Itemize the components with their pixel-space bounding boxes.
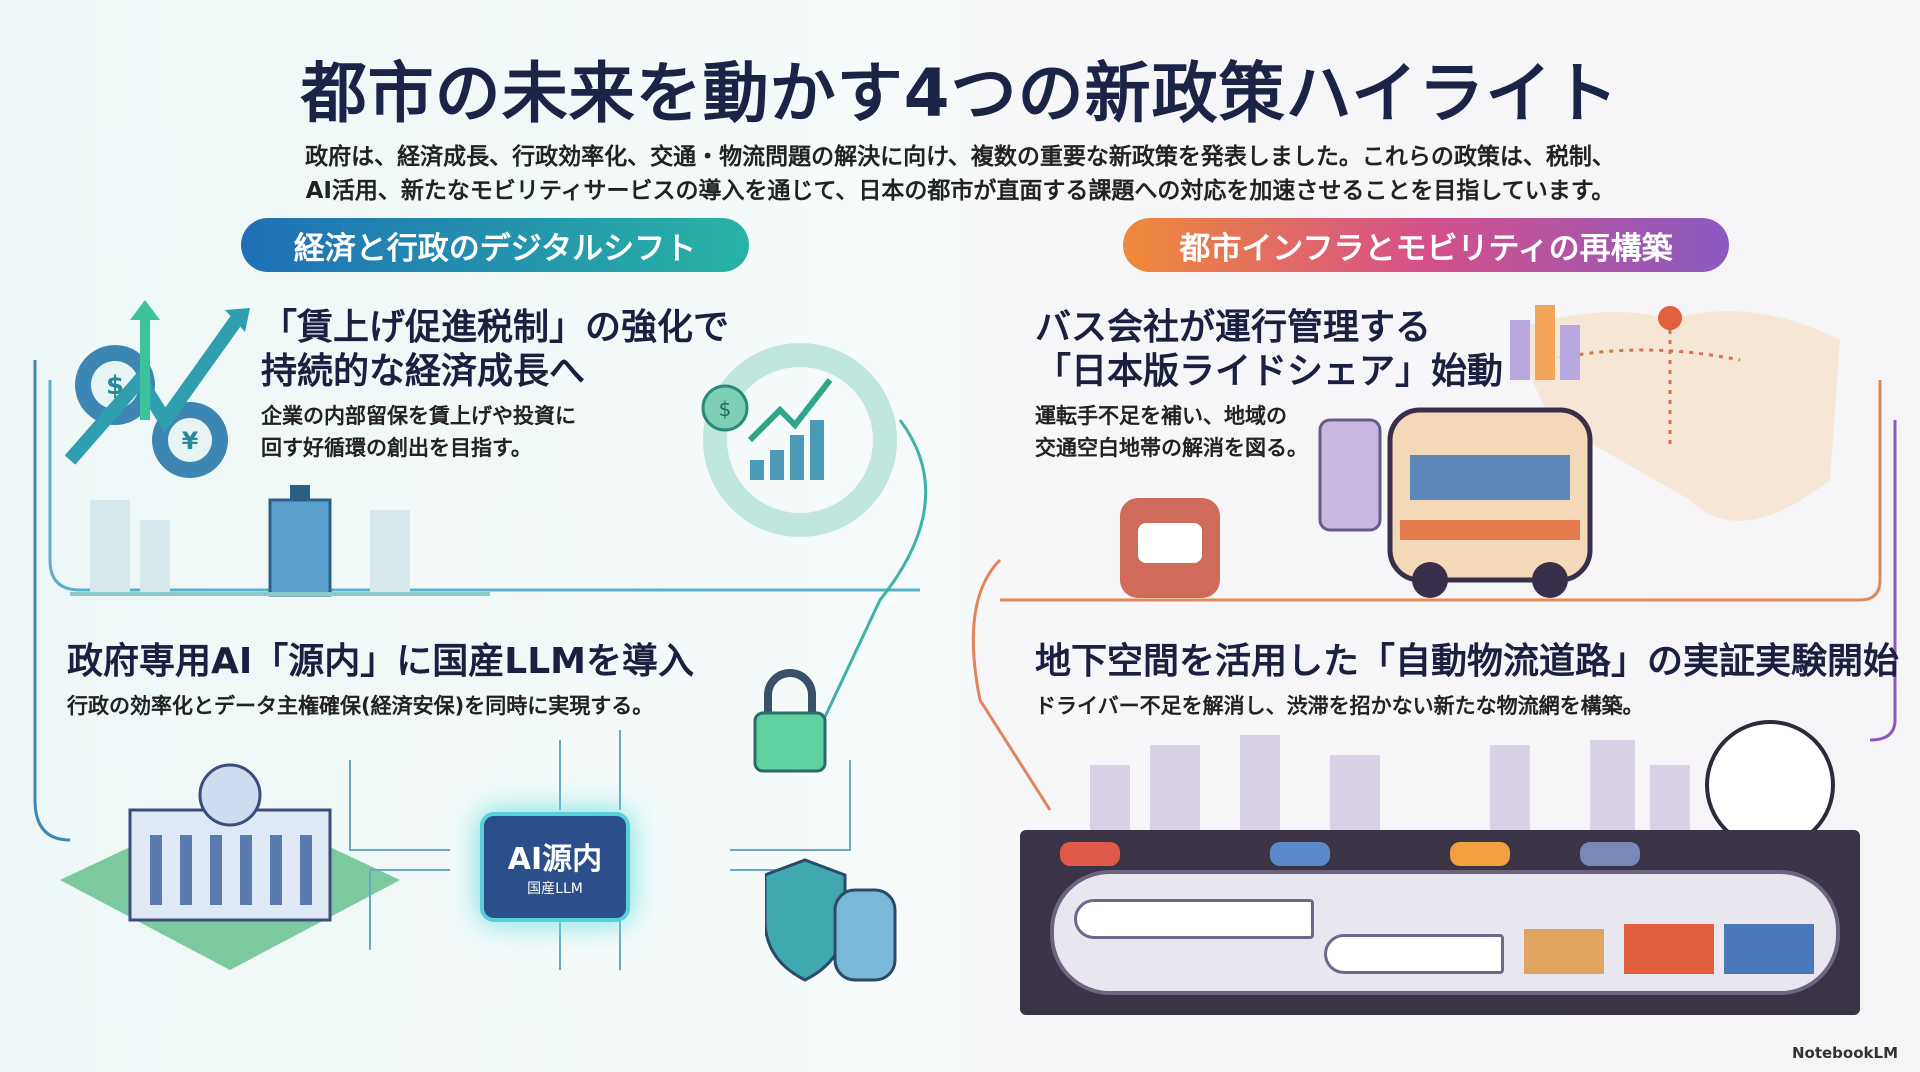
card-desc: 企業の内部留保を賃上げや投資に 回す好循環の創出を目指す。: [261, 400, 576, 464]
car: [1580, 842, 1640, 866]
section-pill-infra: 都市インフラとモビリティの再構築: [1123, 218, 1729, 272]
train: [1324, 934, 1504, 974]
desc-line: 回す好循環の創出を目指す。: [261, 436, 532, 460]
card-headline: 持続的な経済成長へ: [261, 351, 586, 392]
card-desc: 行政の効率化とデータ主権確保(経済安保)を同時に実現する。: [67, 690, 653, 722]
card-headline: バス会社が運行管理する: [1035, 307, 1432, 348]
desc-line: 交通空白地帯の解消を図る。: [1035, 436, 1308, 460]
card-headline: 地下空間を活用した「自動物流道路」の実証実験開始: [1035, 641, 1900, 682]
underground-tunnel: [1050, 870, 1840, 995]
coin-chart-icon: $: [701, 343, 897, 537]
padlock-icon: [753, 669, 827, 773]
card-logistics-road: 地下空間を活用した「自動物流道路」の実証実験開始: [1035, 640, 1899, 684]
card-wage-tax: 「賃上げ促進税制」の強化で 持続的な経済成長へ: [261, 306, 729, 394]
section-pill-economy: 経済と行政のデジタルシフト: [241, 218, 749, 272]
chip-title: AI源内: [507, 842, 603, 877]
ai-chip: AI源内 国産LLM: [480, 812, 630, 922]
train: [1074, 899, 1314, 939]
bus-icon: [1120, 407, 1593, 598]
car: [1270, 842, 1330, 866]
footer-brand: NotebookLM: [1791, 1044, 1898, 1062]
government-building-icon: [60, 763, 400, 970]
desc-line: 行政の効率化とデータ主権確保(経済安保)を同時に実現する。: [67, 694, 654, 718]
svg-text:¥: ¥: [182, 427, 199, 455]
desc-line: ドライバー不足を解消し、渋滞を招かない新たな物流網を構築。: [1035, 694, 1644, 718]
city-skyline: [1090, 735, 1690, 835]
growth-gears-icon: $ ¥: [64, 300, 250, 478]
card-headline: 「賃上げ促進税制」の強化で: [261, 307, 730, 348]
desc-line: 企業の内部留保を賃上げや投資に: [261, 404, 576, 428]
cargo: [1524, 929, 1604, 974]
card-headline: 政府専用AI「源内」に国産LLMを導入: [67, 641, 694, 682]
map-route-icon: [1510, 305, 1840, 521]
city-buildings-icon: [70, 485, 490, 597]
card-desc: 運転手不足を補い、地域の 交通空白地帯の解消を図る。: [1035, 400, 1308, 464]
shield-database-icon: [765, 858, 897, 982]
intro-line: AI活用、新たなモビリティサービスの導入を通じて、日本の都市が直面する課題への対…: [305, 178, 1615, 204]
page-title: 都市の未来を動かす4つの新政策ハイライト: [300, 55, 1620, 132]
container: [1724, 924, 1814, 974]
chip-subtitle: 国産LLM: [527, 881, 583, 897]
card-desc: ドライバー不足を解消し、渋滞を招かない新たな物流網を構築。: [1035, 690, 1644, 722]
card-rideshare: バス会社が運行管理する 「日本版ライドシェア」始動: [1035, 306, 1503, 394]
desc-line: 運転手不足を補い、地域の: [1035, 404, 1287, 428]
car: [1060, 842, 1120, 866]
intro-line: 政府は、経済成長、行政効率化、交通・物流問題の解決に向け、複数の重要な新政策を発…: [305, 144, 1615, 170]
container: [1624, 924, 1714, 974]
car: [1450, 842, 1510, 866]
card-ai-gennai: 政府専用AI「源内」に国産LLMを導入: [67, 640, 694, 684]
card-headline: 「日本版ライドシェア」始動: [1035, 351, 1504, 392]
svg-text:$: $: [719, 397, 732, 421]
intro-text: 政府は、経済成長、行政効率化、交通・物流問題の解決に向け、複数の重要な新政策を発…: [200, 140, 1720, 208]
